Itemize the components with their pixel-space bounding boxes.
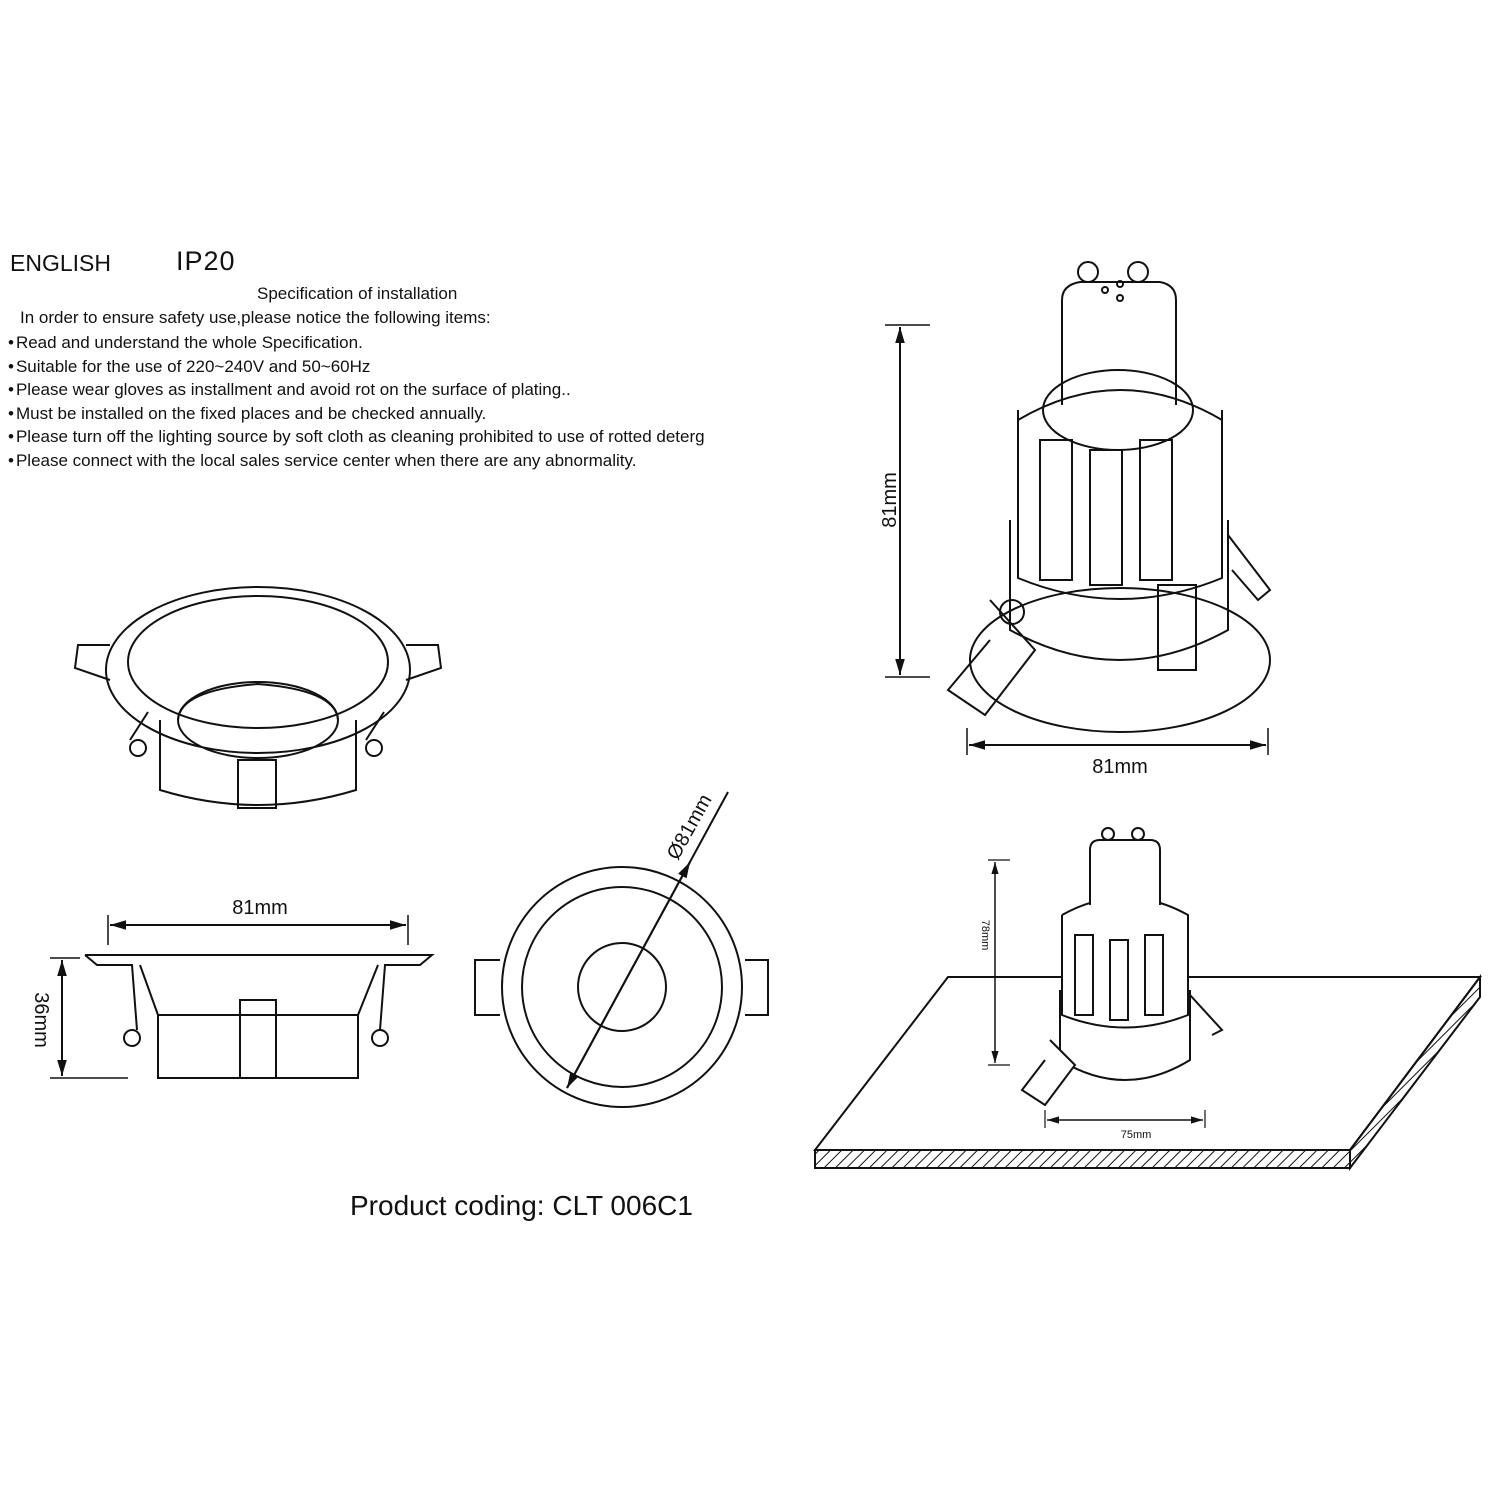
- top-view-downlight: [474, 866, 769, 1108]
- dim-side-width: 81mm: [232, 897, 288, 919]
- instruction-list: Read and understand the whole Specificat…: [8, 331, 705, 473]
- gu10-lamp-view: [946, 261, 1272, 733]
- ip-rating: IP20: [176, 246, 236, 276]
- instruction-item: Please turn off the lighting source by s…: [8, 425, 705, 449]
- ceiling-board: [812, 974, 1483, 1171]
- instruction-item: Read and understand the whole Specificat…: [8, 331, 705, 355]
- dim-install-height: 78mm: [979, 920, 991, 951]
- spec-title: Specification of installation: [257, 284, 458, 303]
- side-view-downlight: [84, 954, 435, 1079]
- installed-lamp: [1020, 827, 1224, 1107]
- dim-side-height: 36mm: [30, 992, 52, 1048]
- language-label: ENGLISH: [10, 250, 111, 276]
- instruction-item: Must be installed on the fixed places an…: [8, 402, 705, 426]
- dim-lamp-height: 81mm: [879, 472, 901, 528]
- instruction-item: Please connect with the local sales serv…: [8, 449, 705, 473]
- dim-lamp-width: 81mm: [1092, 756, 1148, 778]
- product-coding: Product coding: CLT 006C1: [350, 1190, 693, 1221]
- instruction-item: Suitable for the use of 220~240V and 50~…: [8, 355, 705, 379]
- instruction-item: Please wear gloves as installment and av…: [8, 378, 705, 402]
- dim-install-cutout: 75mm: [1121, 1129, 1152, 1141]
- perspective-view-downlight: [73, 586, 443, 809]
- intro-text: In order to ensure safety use,please not…: [20, 308, 491, 327]
